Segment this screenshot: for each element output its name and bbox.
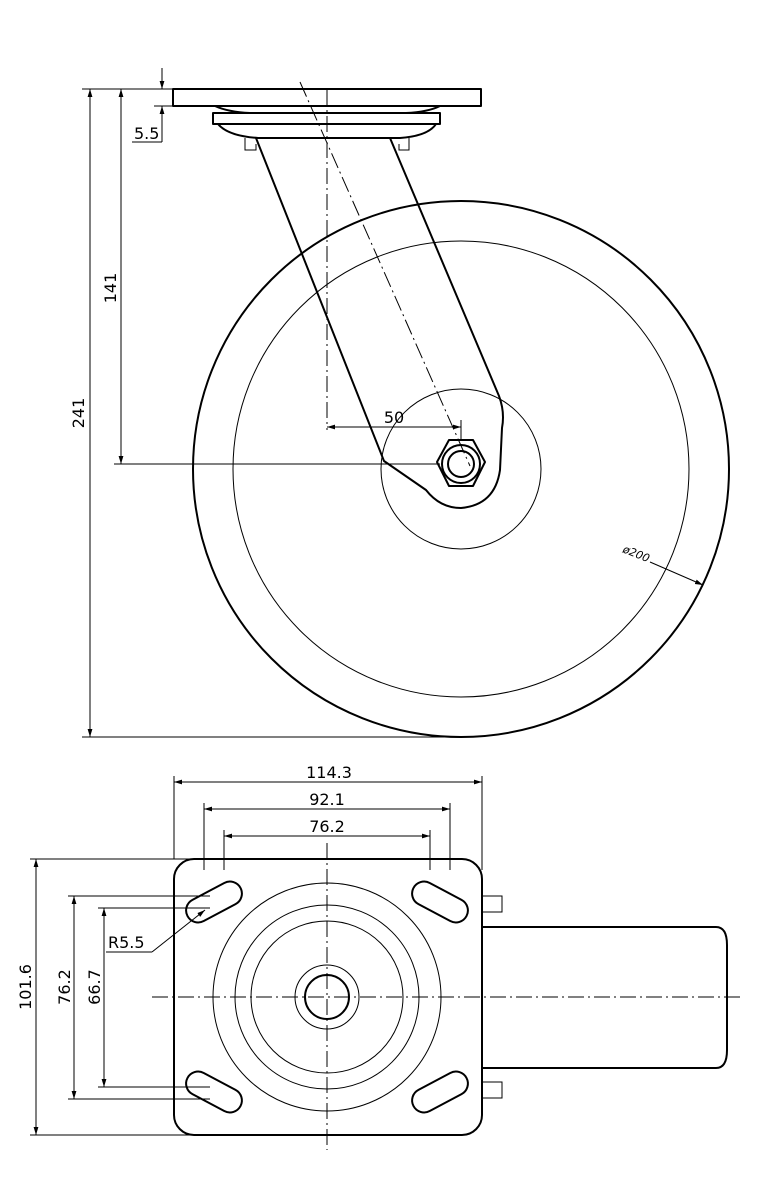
axle-nut (436, 439, 486, 487)
fork-leg (255, 137, 504, 509)
dim-overall-height: 241 (69, 398, 88, 429)
swivel-raceway-lower (217, 123, 437, 139)
slot-top-left (185, 880, 243, 924)
dim-hole-span-outer: 92.1 (309, 790, 345, 809)
dim-hole-span-length-inner: 66.7 (85, 969, 104, 1005)
dim-plate-thickness: 5.5 (134, 124, 159, 143)
axle (447, 450, 475, 478)
side-view: 241 141 5.5 50 ø200 (69, 68, 730, 738)
plate-tab-bottom (481, 1081, 503, 1099)
dim-plate-width: 114.3 (306, 763, 352, 782)
dim-offset: 50 (384, 408, 404, 427)
dim-axle-height: 141 (101, 273, 120, 304)
slot-bottom-left (185, 1070, 243, 1114)
dim-hole-span-length-outer: 76.2 (55, 969, 74, 1005)
dim-slot-radius: R5.5 (108, 933, 145, 952)
dim-wheel-diameter: ø200 (620, 542, 652, 565)
top-view: 114.3 92.1 76.2 101.6 76.2 66.7 R5.5 (16, 763, 740, 1150)
bracket-left (244, 138, 257, 151)
slot-bottom-right (411, 1070, 469, 1114)
wheel-hub (380, 388, 542, 550)
bracket-right (398, 138, 410, 151)
plate-tab-top (481, 895, 503, 913)
wheel-inner-rim (232, 240, 690, 698)
slot-top-right (411, 880, 469, 924)
dim-hole-span-inner: 76.2 (309, 817, 345, 836)
wheel-outer-tread (192, 200, 730, 738)
dim-plate-length: 101.6 (16, 964, 35, 1010)
swivel-offset-centerline (299, 81, 471, 467)
